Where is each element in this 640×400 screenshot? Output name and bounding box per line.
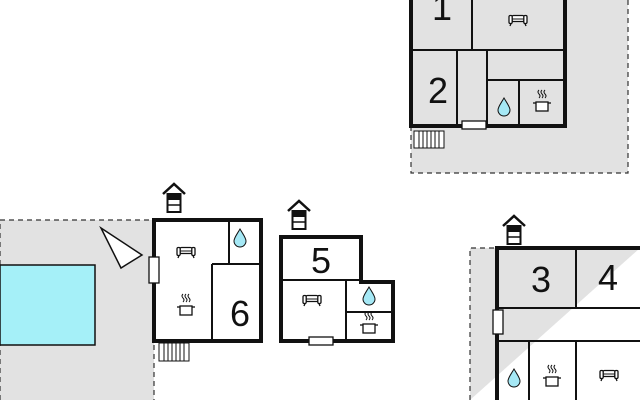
cooking-pot-icon bbox=[359, 311, 379, 334]
house-entrance-icon bbox=[161, 182, 187, 214]
terrace-icon bbox=[158, 342, 190, 362]
cooking-pot-icon bbox=[176, 293, 196, 316]
door bbox=[492, 309, 504, 335]
building-units-3-4 bbox=[492, 246, 640, 400]
door bbox=[308, 336, 334, 346]
building-unit-5 bbox=[279, 235, 395, 346]
building-units-1-2 bbox=[409, 0, 567, 130]
water-drop-icon bbox=[362, 286, 376, 306]
cooking-pot-icon bbox=[542, 364, 562, 387]
pool bbox=[0, 264, 96, 346]
door bbox=[461, 120, 487, 130]
water-drop-icon bbox=[233, 228, 247, 248]
unit-label-2: 2 bbox=[428, 70, 448, 111]
sofa-icon bbox=[599, 369, 619, 382]
unit-label-5: 5 bbox=[311, 240, 331, 281]
north-arrow-icon bbox=[99, 225, 144, 270]
building-unit-6 bbox=[148, 218, 263, 343]
unit-label-1: 1 bbox=[432, 0, 452, 28]
unit-label-4: 4 bbox=[598, 257, 618, 298]
water-drop-icon bbox=[507, 368, 521, 388]
terrace-icon bbox=[413, 130, 445, 149]
sofa-icon bbox=[176, 246, 196, 259]
house-entrance-icon bbox=[286, 199, 312, 231]
unit-label-6: 6 bbox=[230, 293, 250, 334]
door bbox=[148, 256, 160, 284]
sofa-icon bbox=[302, 294, 322, 307]
unit-label-3: 3 bbox=[531, 259, 551, 300]
house-entrance-icon bbox=[501, 214, 527, 246]
